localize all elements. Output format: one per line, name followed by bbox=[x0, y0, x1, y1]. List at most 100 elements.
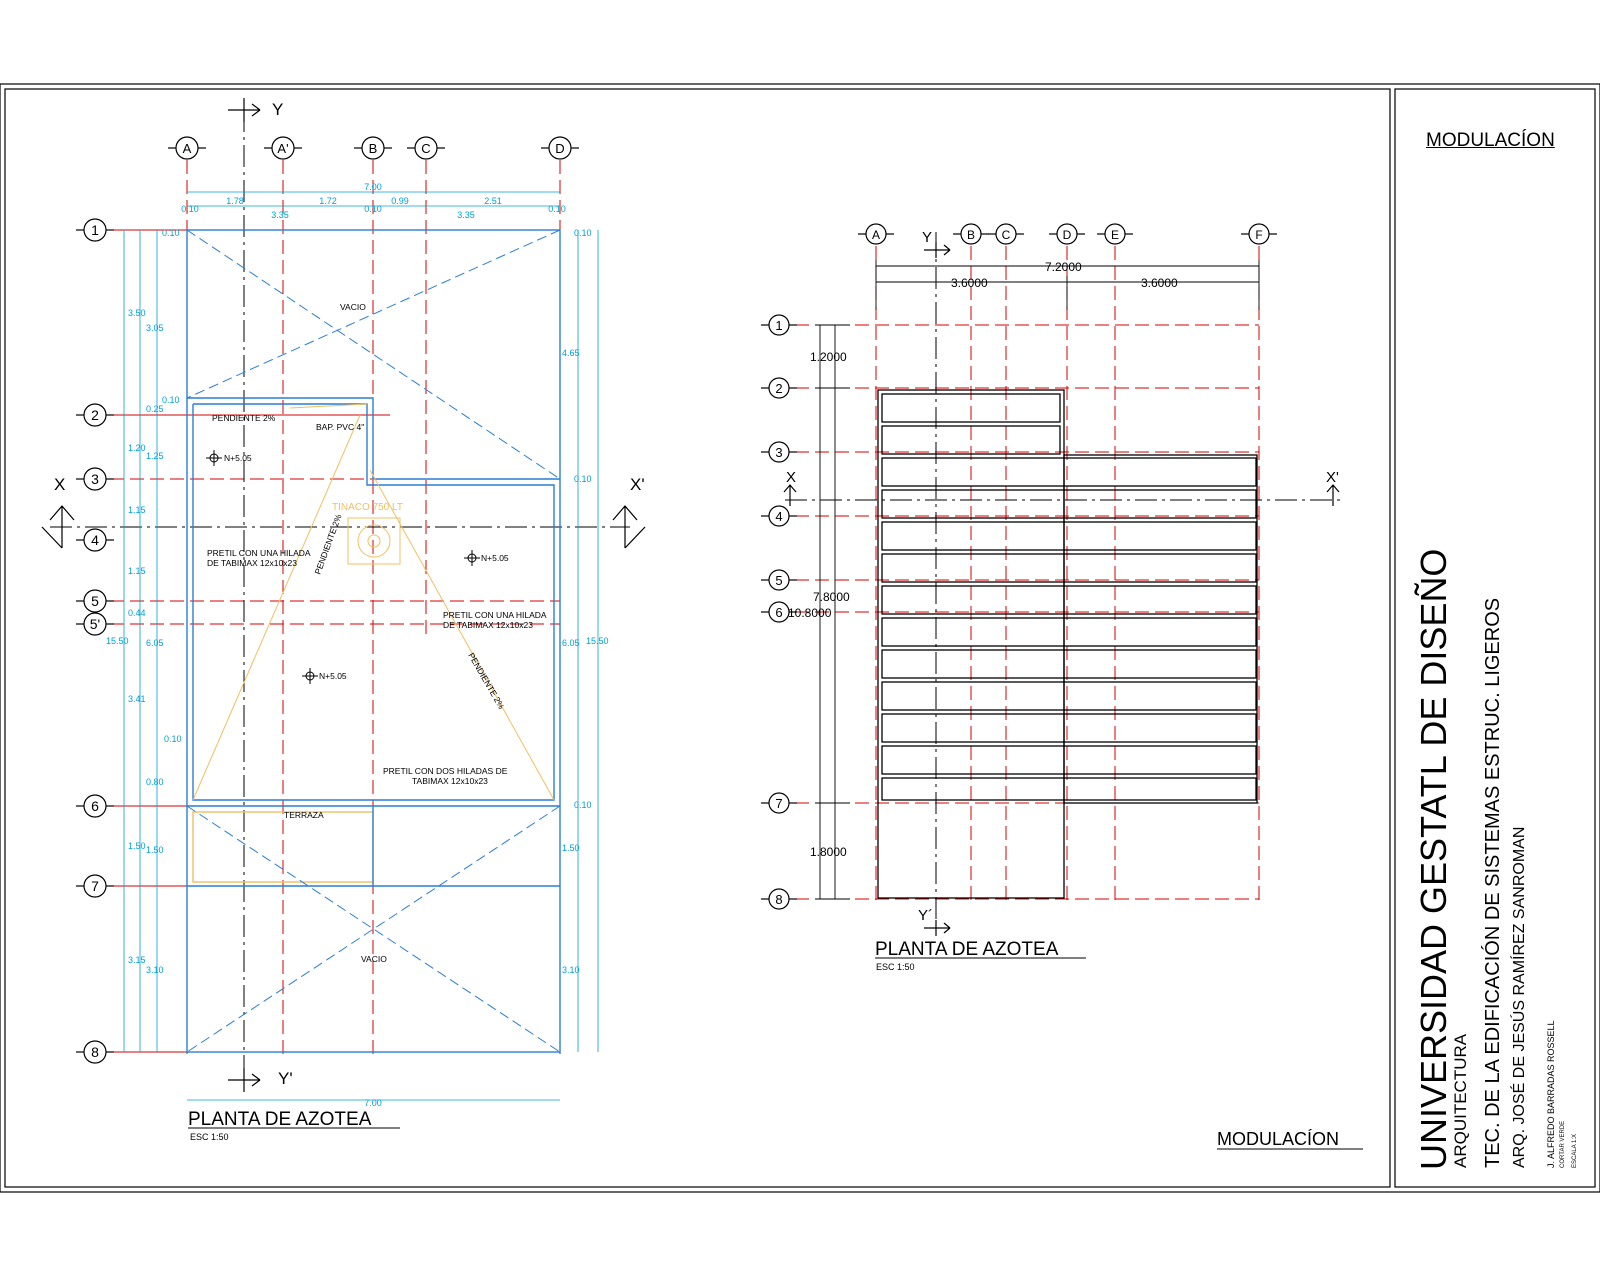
left-top-dim2-5: 0.10 bbox=[548, 204, 566, 214]
left-dim-12: 6.05 bbox=[146, 638, 164, 648]
left-grid-y-6: 5' bbox=[90, 616, 100, 632]
left-dim-4: 0.10 bbox=[162, 395, 180, 405]
right-dim-v3: 10.8000 bbox=[788, 606, 832, 620]
label-vacio-bottom: VACIO bbox=[361, 954, 387, 964]
left-dim-9: 1.15 bbox=[128, 566, 146, 576]
right-grid-x-5: E bbox=[1111, 228, 1119, 242]
right-dim-3: 0.10 bbox=[574, 474, 592, 484]
left-dim-5: 0.25 bbox=[146, 404, 164, 414]
label-pretil-2b: DE TABIMAX 12x10x23 bbox=[443, 620, 533, 630]
left-dim-2: 3.50 bbox=[128, 308, 146, 318]
left-top-total: 7.00 bbox=[364, 182, 382, 192]
right-dim-half-1: 3.6000 bbox=[951, 276, 988, 290]
left-grid-x-1: A bbox=[183, 141, 192, 156]
label-pretil-3b: TABIMAX 12x10x23 bbox=[412, 776, 488, 786]
right-dim-v4: 1.8000 bbox=[810, 845, 847, 859]
label-bap: BAP. PVC 4" bbox=[316, 422, 364, 432]
student-label: J. ALFREDO BARRADAS ROSSELL bbox=[1546, 1020, 1556, 1168]
left-top-dim-3: 0.99 bbox=[391, 196, 409, 206]
label-nivel-3: N+5.05 bbox=[319, 671, 347, 681]
right-dim-1: 0.10 bbox=[574, 228, 592, 238]
left-dim-7: 1.25 bbox=[146, 451, 164, 461]
right-dim-5: 15.50 bbox=[586, 636, 609, 646]
right-grid-x-2: B bbox=[967, 228, 975, 242]
label-pendiente-2: PENDIENTE 2% bbox=[312, 512, 343, 575]
right-grid-y-7: 7 bbox=[775, 796, 782, 811]
label-nivel-1: N+5.05 bbox=[224, 453, 252, 463]
right-grid-x-4: D bbox=[1063, 228, 1072, 242]
left-top-dim2-4: 3.35 bbox=[457, 210, 475, 220]
left-grid-x-4: C bbox=[421, 141, 430, 156]
right-plan: A B C D E F 1 2 3 4 5 6 7 8 bbox=[761, 223, 1340, 972]
left-dim-11: 15.50 bbox=[106, 636, 129, 646]
right-grid-y-3: 3 bbox=[775, 445, 782, 460]
right-grid-y-8: 8 bbox=[775, 892, 782, 907]
university-name: UNIVERSIDAD GESTATL DE DISEÑO bbox=[1413, 548, 1454, 1170]
left-dim-6: 1.20 bbox=[128, 443, 146, 453]
outer-frame bbox=[0, 83, 1600, 1193]
left-plan-title: PLANTA DE AZOTEA bbox=[188, 1109, 372, 1130]
left-plan: A A' B C D 1 2 3 4 5 5' 6 7 8 bbox=[41, 98, 646, 1142]
label-pretil-1b: DE TABIMAX 12x10x23 bbox=[207, 558, 297, 568]
label-tinaco: TINACO 750 LT bbox=[332, 502, 403, 513]
label-terraza: TERRAZA bbox=[284, 810, 324, 820]
right-grid-x-6: F bbox=[1255, 228, 1262, 242]
career-label: ARQUITECTURA bbox=[1451, 1033, 1470, 1168]
label-pendiente-1: PENDIENTE 2% bbox=[212, 413, 276, 423]
right-dim-7: 1.50 bbox=[562, 843, 580, 853]
right-grid-y-4: 4 bbox=[775, 509, 782, 524]
right-axis-y: Y bbox=[922, 229, 932, 246]
left-dim-1: 0.10 bbox=[162, 228, 180, 238]
left-top-dim-2: 1.72 bbox=[319, 196, 337, 206]
left-top-dim2-1: 0.10 bbox=[181, 204, 199, 214]
left-dim-14: 0.10 bbox=[164, 734, 182, 744]
left-grid-y-4: 4 bbox=[91, 532, 99, 548]
left-axis-x2: X' bbox=[630, 475, 645, 494]
right-dim-total: 7.2000 bbox=[1045, 260, 1082, 274]
professor-label: ARQ. JOSÉ DE JESÚS RAMÍREZ SANROMAN bbox=[1511, 826, 1528, 1168]
label-pretil-2a: PRETIL CON UNA HILADA bbox=[443, 610, 547, 620]
label-vacio-top: VACIO bbox=[340, 302, 366, 312]
right-dim-8: 3.10 bbox=[562, 965, 580, 975]
right-dim-half-2: 3.6000 bbox=[1141, 276, 1178, 290]
right-grid-y-1: 1 bbox=[775, 318, 782, 333]
right-grid-x-3: C bbox=[1002, 228, 1011, 242]
left-grid-x-5: D bbox=[555, 141, 564, 156]
right-dim-2: 4.65 bbox=[562, 348, 580, 358]
drawing-frame bbox=[4, 88, 1391, 1188]
left-grid-x-2: A' bbox=[277, 141, 288, 156]
left-dim-8: 1.15 bbox=[128, 505, 146, 515]
small-note-2: ESCALA 1:X bbox=[1572, 1133, 1578, 1168]
left-dim-10: 0.44 bbox=[128, 608, 146, 618]
left-dim-3: 3.05 bbox=[146, 323, 164, 333]
course-label: TEC. DE LA EDIFICACIÓN DE SISTEMAS ESTRU… bbox=[1482, 597, 1504, 1168]
left-dim-19: 3.10 bbox=[146, 965, 164, 975]
left-dim-17: 1.50 bbox=[146, 845, 164, 855]
right-axis-x2: X' bbox=[1326, 469, 1339, 486]
left-axis-x: X bbox=[54, 475, 65, 494]
label-nivel-2: N+5.05 bbox=[481, 553, 509, 563]
left-top-dim-1: 1.78 bbox=[226, 196, 244, 206]
right-grid-x-1: A bbox=[872, 228, 880, 242]
right-grid-y-2: 2 bbox=[775, 381, 782, 396]
right-dim-v1: 1.2000 bbox=[810, 350, 847, 364]
left-top-dim2-2: 3.35 bbox=[271, 210, 289, 220]
left-grid-y-5: 5 bbox=[91, 593, 99, 609]
left-axis-y2: Y' bbox=[278, 1069, 293, 1088]
right-grid-y-6: 6 bbox=[775, 605, 782, 620]
left-grid-y-1: 1 bbox=[91, 222, 99, 238]
right-dim-6: 0.10 bbox=[574, 800, 592, 810]
footer-modulacion: MODULACÍON bbox=[1217, 1129, 1339, 1149]
left-axis-y: Y bbox=[272, 100, 283, 119]
left-bottom-total: 7.00 bbox=[364, 1098, 382, 1108]
left-dim-18: 3.15 bbox=[128, 955, 146, 965]
left-dim-15: 0.80 bbox=[146, 777, 164, 787]
left-grid-y-7: 6 bbox=[91, 798, 99, 814]
right-dim-v2: 7.8000 bbox=[813, 590, 850, 604]
right-plan-title: PLANTA DE AZOTEA bbox=[875, 939, 1059, 960]
right-grid-y-5: 5 bbox=[775, 573, 782, 588]
label-pretil-3a: PRETIL CON DOS HILADAS DE bbox=[383, 766, 508, 776]
right-plan-scale: ESC 1:50 bbox=[876, 962, 915, 972]
